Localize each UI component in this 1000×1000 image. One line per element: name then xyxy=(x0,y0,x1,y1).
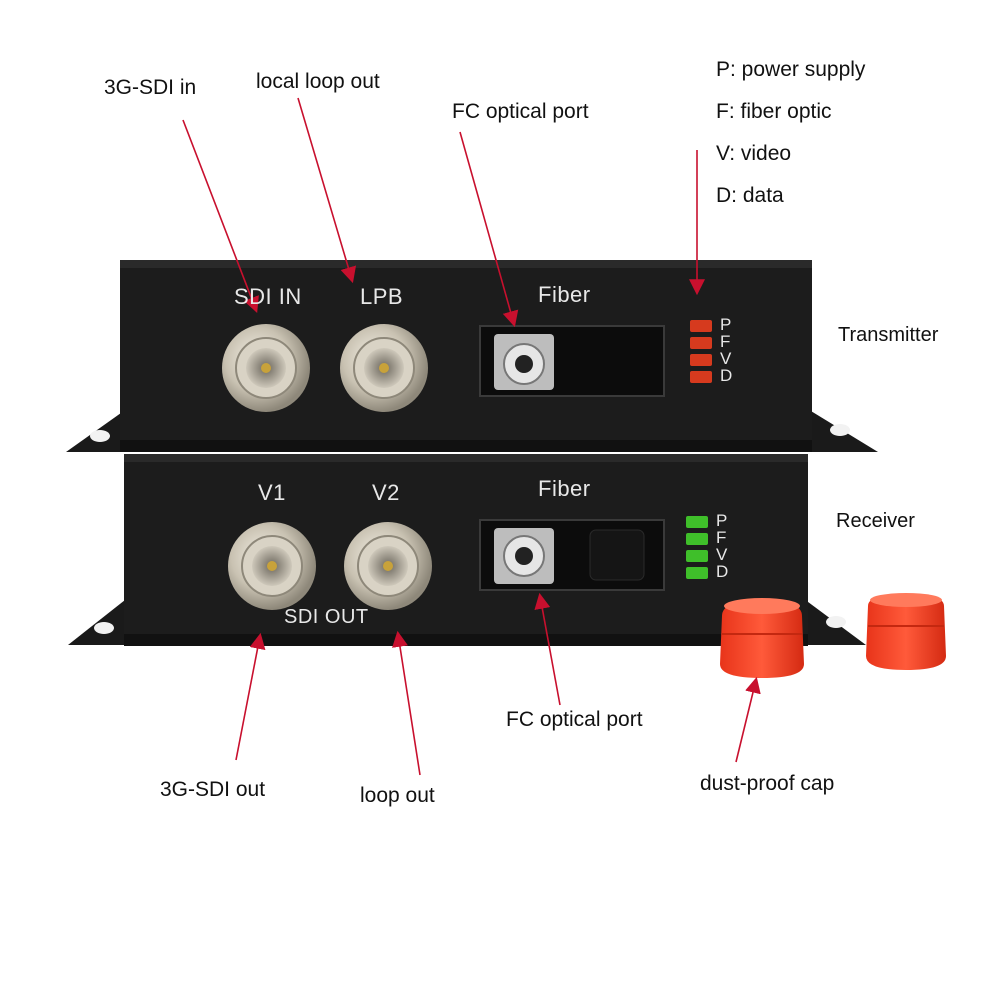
bnc-connector-v2 xyxy=(344,522,432,610)
receiver-flange xyxy=(68,596,866,645)
legend-data: D: data xyxy=(716,184,784,207)
transmitter-leds xyxy=(690,320,712,383)
receiver-led-f: F xyxy=(716,528,727,547)
label-local-loop-out: local loop out xyxy=(256,70,380,93)
transmitter-led-v: V xyxy=(720,349,732,368)
label-dust-cap: dust-proof cap xyxy=(700,772,835,795)
transmitter-port2-label: LPB xyxy=(360,284,404,309)
fiber-module-transmitter xyxy=(479,325,665,397)
transmitter-fiber-label: Fiber xyxy=(538,282,591,307)
fiber-module-receiver xyxy=(479,519,665,591)
transmitter-flange xyxy=(66,408,878,452)
receiver-leds xyxy=(686,516,708,579)
transmitter-port1-label: SDI IN xyxy=(234,284,302,309)
label-transmitter: Transmitter xyxy=(838,324,939,346)
label-sdi-in: 3G-SDI in xyxy=(104,76,197,99)
arrow-fc-port-bottom xyxy=(534,592,561,706)
arrow-sdi-in xyxy=(182,119,259,313)
arrow-sdi-out xyxy=(235,632,266,761)
bnc-connector-v1 xyxy=(228,522,316,610)
receiver-group-label: SDI OUT xyxy=(284,606,369,628)
arrow-dust-cap xyxy=(735,676,761,763)
label-fc-port-bottom: FC optical port xyxy=(506,708,643,731)
bnc-connector-lpb xyxy=(340,324,428,412)
transmitter-led-f: F xyxy=(720,332,731,351)
legend-power: P: power supply xyxy=(716,58,866,81)
label-sdi-out: 3G-SDI out xyxy=(160,778,266,801)
receiver-fiber-label: Fiber xyxy=(538,476,591,501)
label-loop-out: loop out xyxy=(360,784,435,807)
legend-fiber: F: fiber optic xyxy=(716,100,832,123)
legend-video: V: video xyxy=(716,142,792,165)
arrow-fc-port-top xyxy=(459,131,519,328)
transmitter-led-d: D xyxy=(720,366,733,385)
receiver-led-d: D xyxy=(716,562,729,581)
label-receiver: Receiver xyxy=(836,510,915,532)
bnc-connector-sdi-in xyxy=(222,324,310,412)
receiver-port2-label: V2 xyxy=(372,480,400,505)
dust-cap-2 xyxy=(866,593,946,670)
arrow-local-loop-out xyxy=(297,97,357,284)
dust-cap-1 xyxy=(720,598,804,678)
receiver-port1-label: V1 xyxy=(258,480,286,505)
arrow-loop-out xyxy=(392,630,421,776)
annotation-arrows xyxy=(182,97,761,776)
receiver-led-v: V xyxy=(716,545,728,564)
label-fc-port-top: FC optical port xyxy=(452,100,589,123)
transmitter-led-p: P xyxy=(720,315,732,334)
receiver-led-p: P xyxy=(716,511,728,530)
